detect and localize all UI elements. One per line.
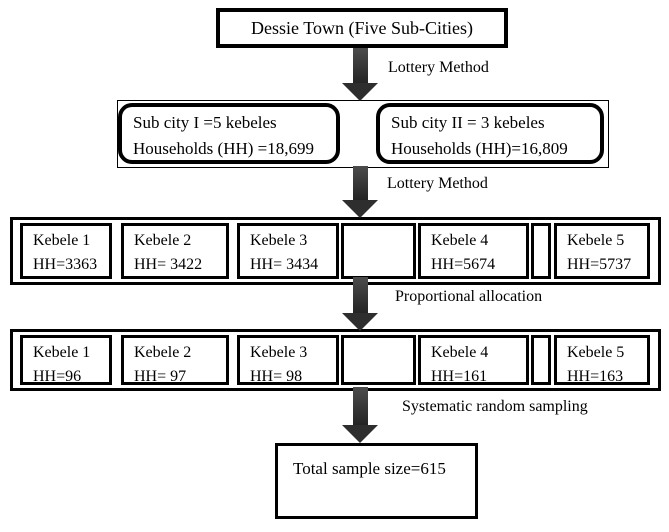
kebele-name: Kebele 3 (250, 232, 308, 249)
arrow-shaft (352, 166, 368, 200)
subcity-2-line1: Sub city II = 3 kebeles (391, 113, 545, 132)
kebele-box: Kebele 4 HH=161 (418, 335, 529, 385)
arrow-label-lottery-2: Lottery Method (387, 175, 488, 192)
kebele-name: Kebele 5 (567, 344, 625, 361)
kebele-name: Kebele 1 (33, 232, 91, 249)
down-arrow-icon (342, 48, 378, 101)
kebele-box: Kebele 2 HH= 97 (121, 335, 229, 385)
arrow-label-proportional: Proportional allocation (395, 288, 543, 305)
empty-spacer-box (341, 223, 416, 279)
subcity-2-line2: Households (HH)=16,809 (391, 139, 568, 158)
empty-spacer-box (341, 335, 416, 385)
kebele-hh: HH=5674 (431, 256, 496, 273)
arrow-head-icon (342, 313, 378, 331)
arrow-shaft (352, 387, 368, 425)
kebele-box: Kebele 4 HH=5674 (418, 223, 529, 279)
kebele-box: Kebele 5 HH=5737 (554, 223, 650, 279)
kebele-name: Kebele 2 (134, 232, 192, 249)
down-arrow-icon (342, 277, 378, 331)
kebele-sample-row: Kebele 1 HH=96 Kebele 2 HH= 97 Kebele 3 … (10, 329, 661, 391)
kebele-hh: HH= 3422 (134, 256, 203, 273)
arrow-head-icon (342, 425, 378, 443)
subcity-1-line1: Sub city I =5 kebeles (133, 113, 277, 132)
dessie-town-box: Dessie Town (Five Sub-Cities) (216, 8, 508, 48)
subcity-2-box: Sub city II = 3 kebeles Households (HH)=… (376, 103, 604, 164)
kebele-name: Kebele 2 (134, 344, 192, 361)
kebele-hh: HH= 97 (134, 368, 187, 385)
kebele-name: Kebele 3 (250, 344, 308, 361)
arrow-head-icon (342, 200, 378, 218)
kebele-box: Kebele 2 HH= 3422 (121, 223, 229, 279)
kebele-box: Kebele 5 HH=163 (554, 335, 650, 385)
subcity-1-line2: Households (HH) =18,699 (133, 139, 314, 158)
kebele-hh: HH= 98 (250, 368, 303, 385)
kebele-name: Kebele 1 (33, 344, 91, 361)
subcity-container: Sub city I =5 kebeles Households (HH) =1… (117, 100, 609, 168)
kebele-name: Kebele 4 (431, 232, 489, 249)
down-arrow-icon (342, 166, 378, 218)
kebele-name: Kebele 4 (431, 344, 489, 361)
kebele-households-row: Kebele 1 HH=3363 Kebele 2 HH= 3422 Kebel… (10, 217, 661, 285)
kebele-box: Kebele 3 HH= 98 (237, 335, 339, 385)
kebele-hh: HH=5737 (567, 256, 632, 273)
kebele-box: Kebele 1 HH=96 (20, 335, 112, 385)
kebele-box: Kebele 3 HH= 3434 (237, 223, 339, 279)
arrow-shaft (352, 48, 368, 83)
arrow-shaft (352, 277, 368, 313)
empty-spacer-box (531, 223, 551, 279)
dessie-town-label: Dessie Town (Five Sub-Cities) (251, 18, 473, 38)
kebele-name: Kebele 5 (567, 232, 625, 249)
kebele-box: Kebele 1 HH=3363 (20, 223, 112, 279)
arrow-label-lottery-1: Lottery Method (388, 59, 489, 76)
kebele-hh: HH=161 (431, 368, 488, 385)
total-sample-box: Total sample size=615 (275, 443, 478, 519)
total-sample-label: Total sample size=615 (293, 459, 446, 478)
arrow-head-icon (342, 83, 378, 101)
down-arrow-icon (342, 387, 378, 443)
arrow-label-systematic: Systematic random sampling (402, 398, 588, 415)
subcity-1-box: Sub city I =5 kebeles Households (HH) =1… (118, 103, 340, 164)
kebele-hh: HH=96 (33, 368, 82, 385)
kebele-hh: HH=163 (567, 368, 624, 385)
kebele-hh: HH= 3434 (250, 256, 319, 273)
kebele-hh: HH=3363 (33, 256, 98, 273)
empty-spacer-box (531, 335, 551, 385)
